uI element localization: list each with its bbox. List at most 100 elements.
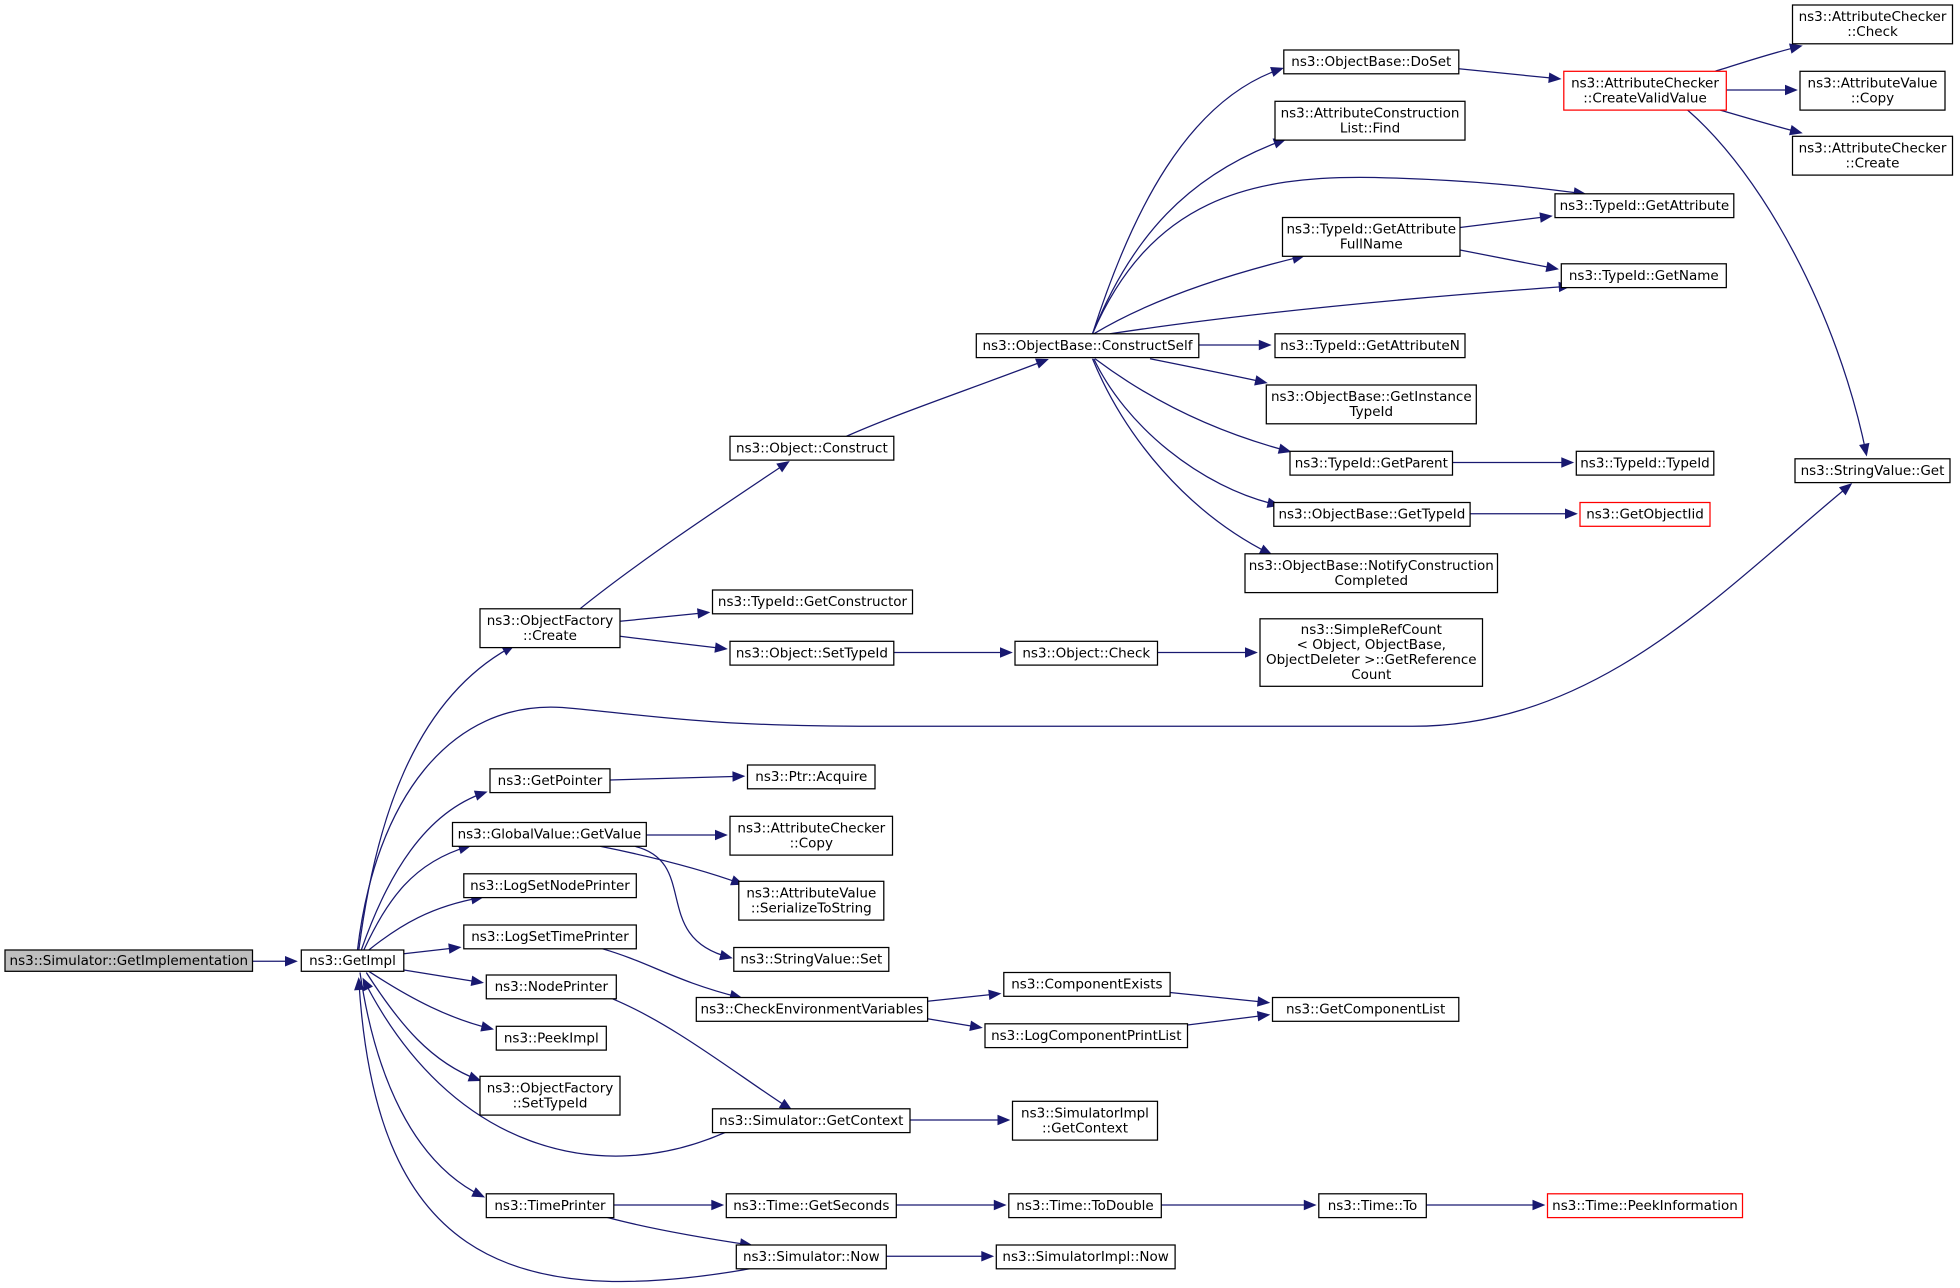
node-tid-getparent[interactable]: ns3::TypeId::GetParent: [1289, 450, 1454, 476]
node-logsettimeprinter[interactable]: ns3::LogSetTimePrinter: [463, 924, 637, 950]
node-label: ns3::PeekImpl: [504, 1030, 599, 1046]
node-box: [495, 1025, 607, 1051]
node-peekimpl[interactable]: ns3::PeekImpl: [495, 1025, 607, 1051]
node-box: [729, 815, 894, 856]
node-timeprinter[interactable]: ns3::TimePrinter: [485, 1193, 615, 1219]
node-componentexists[interactable]: ns3::ComponentExists: [1003, 971, 1171, 997]
node-box: [733, 946, 890, 972]
node-ob-doset[interactable]: ns3::ObjectBase::DoSet: [1283, 49, 1460, 75]
edge-line: [634, 845, 731, 959]
node-label: ns3::SimpleRefCount: [1301, 622, 1442, 638]
edge-line: [1091, 176, 1584, 335]
node-label: ns3::Time::To: [1328, 1198, 1418, 1214]
node-av-serialize[interactable]: ns3::AttributeValue::SerializeToString: [738, 880, 885, 921]
node-time-getseconds[interactable]: ns3::Time::GetSeconds: [725, 1193, 897, 1219]
node-label: ns3::LogComponentPrintList: [991, 1028, 1181, 1044]
node-checkenv[interactable]: ns3::CheckEnvironmentVariables: [695, 996, 929, 1022]
node-ob-notify[interactable]: ns3::ObjectBase::NotifyConstructionCompl…: [1244, 553, 1499, 594]
node-getpointer[interactable]: ns3::GetPointer: [489, 768, 611, 794]
arrowhead-icon: [1545, 261, 1559, 273]
node-box: [1791, 135, 1954, 176]
edge-tid_getattrfullname-to-tid_getattribute: [1459, 212, 1553, 229]
arrowhead-icon: [997, 1114, 1011, 1126]
node-label: ::Check: [1847, 24, 1898, 40]
node-obj-settypeid[interactable]: ns3::Object::SetTypeId: [729, 640, 895, 666]
node-ac-create[interactable]: ns3::AttributeChecker::Create: [1791, 135, 1954, 176]
edge-time_getseconds-to-time_todouble: [896, 1199, 1007, 1211]
node-getcomponentlist[interactable]: ns3::GetComponentList: [1271, 996, 1460, 1022]
node-sv-set[interactable]: ns3::StringValue::Set: [733, 946, 890, 972]
node-tid-getname[interactable]: ns3::TypeId::GetName: [1560, 263, 1727, 289]
node-label: ns3::NodePrinter: [495, 979, 609, 995]
arrowhead-icon: [362, 977, 373, 992]
node-av-copy[interactable]: ns3::AttributeValue::Copy: [1799, 70, 1946, 111]
arrowhead-icon: [1539, 212, 1553, 223]
node-gv-getvalue[interactable]: ns3::GlobalValue::GetValue: [451, 821, 647, 847]
edge-line: [927, 993, 999, 1002]
node-root[interactable]: ns3::Simulator::GetImplementation: [4, 949, 254, 972]
node-label: ns3::GetObjectIid: [1586, 507, 1704, 523]
node-label: Completed: [1334, 573, 1408, 589]
edge-ob_constructself-to-ob_doset: [1091, 66, 1284, 334]
node-label: ::SerializeToString: [751, 900, 872, 916]
node-label: ns3::LogSetNodePrinter: [470, 878, 630, 894]
node-ob-gettypeid[interactable]: ns3::ObjectBase::GetTypeId: [1273, 501, 1471, 527]
node-ac-check[interactable]: ns3::AttributeChecker::Check: [1791, 4, 1954, 45]
node-of-create[interactable]: ns3::ObjectFactory::Create: [479, 608, 621, 649]
node-tid-typeid[interactable]: ns3::TypeId::TypeId: [1575, 450, 1715, 476]
node-simplerefcount[interactable]: ns3::SimpleRefCount< Object, ObjectBase,…: [1259, 618, 1484, 687]
node-simimpl-getcontext[interactable]: ns3::SimulatorImpl::GetContext: [1011, 1100, 1159, 1141]
arrowhead-icon: [1565, 508, 1578, 520]
node-ac-createvalid[interactable]: ns3::AttributeChecker::CreateValidValue: [1563, 70, 1727, 111]
node-obj-check[interactable]: ns3::Object::Check: [1014, 640, 1159, 666]
node-label: TypeId: [1349, 404, 1394, 420]
node-box: [1318, 1193, 1427, 1219]
arrowhead-icon: [1838, 483, 1853, 496]
arrowhead-icon: [1789, 124, 1803, 136]
node-box: [1003, 971, 1171, 997]
node-label: ns3::StringValue::Set: [740, 952, 882, 968]
node-logcompprintlist[interactable]: ns3::LogComponentPrintList: [984, 1023, 1189, 1049]
edge-of_create-to-tid_getconstructor: [619, 608, 711, 622]
edge-getpointer-to-ptr_acquire: [609, 771, 746, 782]
node-sim-now[interactable]: ns3::Simulator::Now: [735, 1244, 887, 1270]
node-label: ns3::Time::ToDouble: [1016, 1198, 1153, 1214]
node-ac-copy[interactable]: ns3::AttributeChecker::Copy: [729, 815, 894, 856]
node-label: ns3::TypeId::GetAttributeN: [1280, 338, 1460, 354]
node-label: ns3::AttributeChecker: [1799, 9, 1947, 25]
node-simimpl-now[interactable]: ns3::SimulatorImpl::Now: [995, 1244, 1176, 1270]
node-time-todouble[interactable]: ns3::Time::ToDouble: [1008, 1193, 1162, 1219]
node-obj-construct[interactable]: ns3::Object::Construct: [729, 435, 895, 461]
node-ob-constructself[interactable]: ns3::ObjectBase::ConstructSelf: [975, 333, 1200, 359]
node-tid-getattribute[interactable]: ns3::TypeId::GetAttribute: [1554, 193, 1735, 219]
node-logsetnodeprinter[interactable]: ns3::LogSetNodePrinter: [463, 873, 637, 899]
edge-line: [368, 970, 492, 1030]
node-nodeprinter[interactable]: ns3::NodePrinter: [485, 974, 617, 1000]
node-time-to[interactable]: ns3::Time::To: [1318, 1193, 1427, 1219]
node-ptr-acquire[interactable]: ns3::Ptr::Acquire: [746, 764, 876, 790]
node-of-settypeid[interactable]: ns3::ObjectFactory::SetTypeId: [479, 1075, 621, 1116]
node-sim-getcontext[interactable]: ns3::Simulator::GetContext: [711, 1108, 911, 1134]
arrowhead-icon: [1257, 996, 1271, 1007]
node-tid-getattributen[interactable]: ns3::TypeId::GetAttributeN: [1274, 333, 1466, 359]
edge-line: [579, 461, 788, 610]
node-box: [485, 974, 617, 1000]
edge-line: [403, 969, 482, 984]
node-time-peekinfo[interactable]: ns3::Time::PeekInformation: [1546, 1193, 1744, 1219]
node-box: [1791, 4, 1954, 45]
node-tid-getconstructor[interactable]: ns3::TypeId::GetConstructor: [711, 589, 914, 615]
node-stringvalue-get[interactable]: ns3::StringValue::Get: [1794, 458, 1951, 484]
node-label: ns3::TypeId::TypeId: [1580, 455, 1710, 471]
node-getobjectiid[interactable]: ns3::GetObjectIid: [1579, 501, 1711, 527]
edge-time_todouble-to-time_to: [1161, 1199, 1317, 1211]
edge-ob_doset-to-ac_createvalid: [1458, 68, 1562, 83]
arrowhead-icon: [714, 642, 728, 653]
edge-getimpl-to-gv_getvalue: [363, 844, 472, 951]
edge-getimpl-to-peekimpl: [368, 970, 494, 1032]
edge-line: [1109, 285, 1569, 335]
edge-line: [1169, 991, 1268, 1004]
node-getimpl[interactable]: ns3::GetImpl: [300, 949, 405, 972]
